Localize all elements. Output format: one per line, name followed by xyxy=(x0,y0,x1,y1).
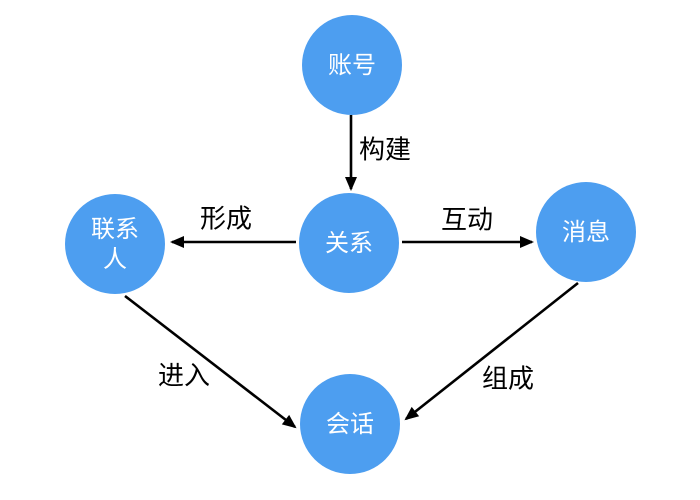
edge-label-compose: 组成 xyxy=(481,364,535,395)
node-account: 账号 xyxy=(302,15,402,115)
edge-contacts-to-conversation xyxy=(124,294,297,429)
edge-label-enter: 进入 xyxy=(157,361,211,392)
edge-label-build: 构建 xyxy=(358,135,412,166)
node-contacts-label: 联系人 xyxy=(91,215,139,273)
node-account-label: 账号 xyxy=(328,51,376,79)
edge-label-interact: 互动 xyxy=(440,205,494,236)
edge-message-to-conversation xyxy=(404,281,579,421)
node-message-label: 消息 xyxy=(562,218,610,246)
node-conversation: 会话 xyxy=(300,374,400,474)
node-conversation-label: 会话 xyxy=(326,410,374,438)
node-contacts: 联系人 xyxy=(65,194,165,294)
node-message: 消息 xyxy=(536,182,636,282)
edge-label-form: 形成 xyxy=(199,204,253,235)
node-relationship: 关系 xyxy=(299,193,399,293)
node-relationship-label: 关系 xyxy=(325,229,373,257)
